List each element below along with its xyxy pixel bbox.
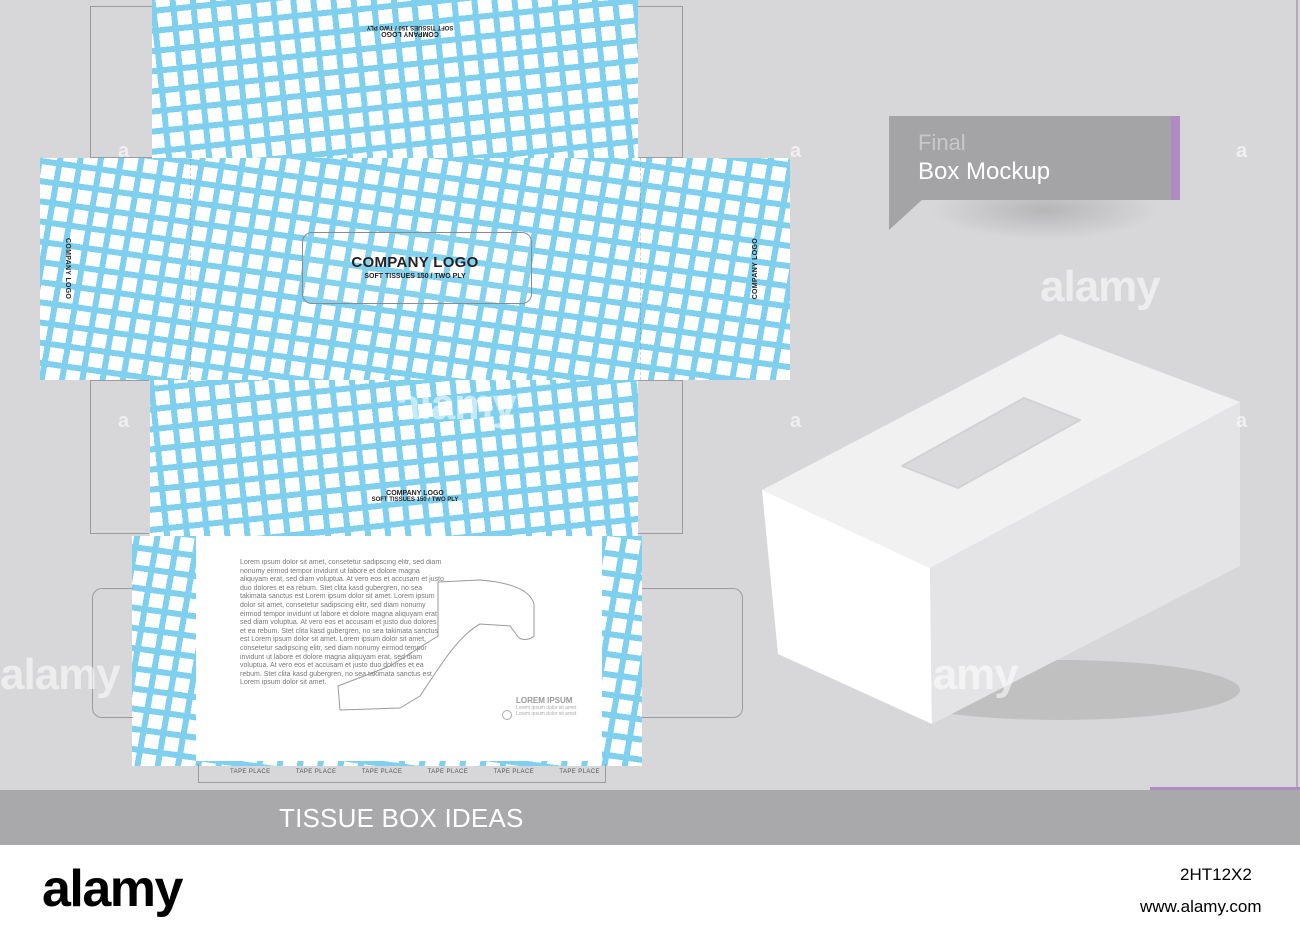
brand-line-1: Lorem ipsum dolor sit amet (516, 705, 577, 711)
tape-label: TAPE PLACE (559, 769, 600, 775)
bottom-left-tuck (92, 588, 133, 718)
front-band (40, 158, 790, 380)
mockup-label-accent (1171, 116, 1180, 200)
tape-strip (198, 764, 606, 783)
mockup-label-title: Box Mockup (918, 158, 1051, 185)
top-panel-logo: COMPANY LOGO SOFT TISSUES 150 / TWO PLY (360, 24, 460, 37)
bottom-right-tuck (642, 588, 743, 718)
tape-label: TAPE PLACE (361, 769, 403, 775)
front-logo: COMPANY LOGO SOFT TISSUES 150 / TWO PLY (315, 254, 515, 280)
tape-label: TAPE PLACE (295, 769, 337, 775)
back-logo-title: COMPANY LOGO (386, 490, 444, 497)
mockup-label (889, 116, 1171, 200)
top-panel (152, 0, 638, 158)
tape-label: TAPE PLACE (427, 769, 469, 775)
bottom-right-accent (1150, 787, 1300, 790)
back-logo: COMPANY LOGO SOFT TISSUES 150 / TWO PLY (350, 490, 480, 503)
watermark-text: alamy (0, 650, 121, 699)
watermark-a-icon: a (118, 140, 130, 162)
brand-block: LOREM IPSUM Lorem ipsum dolor sit amet L… (516, 696, 606, 717)
brand-title: LOREM IPSUM (516, 696, 573, 705)
top-left-flap (90, 6, 153, 158)
box-front (762, 490, 932, 724)
footer-logo: alamy (42, 860, 183, 918)
top-right-flap (638, 6, 683, 158)
watermark-a-icon: a (1236, 410, 1248, 432)
footer-url: www.alamy.com (1140, 897, 1262, 916)
cutout-outline (337, 579, 535, 711)
tissue-box-mockup (762, 334, 1240, 724)
tissue-cutout-shape (337, 579, 535, 711)
banner-title: TISSUE BOX IDEAS (279, 803, 524, 833)
box-side (930, 402, 1240, 724)
tape-label: TAPE PLACE (493, 769, 535, 775)
side-left-logo: COMPANY LOGO (64, 238, 71, 300)
watermark-text: alamy (1040, 262, 1161, 311)
right-edge-line (1296, 0, 1298, 790)
footer: alamy 2HT12X2 www.alamy.com (0, 845, 1300, 935)
brand-mark-icon (502, 710, 512, 720)
mockup-label-final: Final (918, 130, 966, 155)
footer-image-id: 2HT12X2 (1180, 865, 1252, 884)
top-panel-logo-title: COMPANY LOGO (381, 30, 439, 37)
info-panel (196, 536, 602, 761)
mid-right-flap (638, 380, 683, 534)
brand-line-2: Lorem ipsum dolor sit amet (516, 711, 577, 717)
back-logo-sub: SOFT TISSUES 150 / TWO PLY (371, 497, 459, 503)
bottom-banner (0, 790, 1300, 845)
info-lorem-text: Lorem ipsum dolor sit amet, consetetur s… (240, 559, 444, 687)
watermark-a-icon: a (790, 410, 802, 432)
front-logo-title: COMPANY LOGO (351, 254, 479, 271)
front-logo-sub: SOFT TISSUES 150 / TWO PLY (364, 273, 466, 280)
fold-line-left (190, 158, 191, 380)
watermark-a-icon: a (118, 410, 130, 432)
side-right-logo: COMPANY LOGO (752, 238, 759, 300)
watermark-text: alamy (396, 380, 517, 429)
watermark-a-icon: a (1236, 140, 1248, 162)
top-panel-logo-sub: SOFT TISSUES 150 / TWO PLY (366, 24, 454, 30)
watermark-text: alamy (898, 650, 1019, 699)
back-panel (150, 380, 638, 536)
watermark-a-icon: a (790, 140, 802, 162)
mid-left-flap (90, 380, 149, 534)
tape-labels: TAPE PLACE TAPE PLACE TAPE PLACE TAPE PL… (230, 769, 600, 775)
box-tissue-opening (901, 397, 1081, 489)
tissue-window-cutout (302, 232, 532, 304)
fold-line-right (640, 158, 641, 380)
mockup-label-pointer (889, 199, 923, 230)
canvas: COMPANY LOGO SOFT TISSUES 150 / TWO PLY … (0, 0, 1300, 845)
tape-label: TAPE PLACE (230, 769, 271, 775)
